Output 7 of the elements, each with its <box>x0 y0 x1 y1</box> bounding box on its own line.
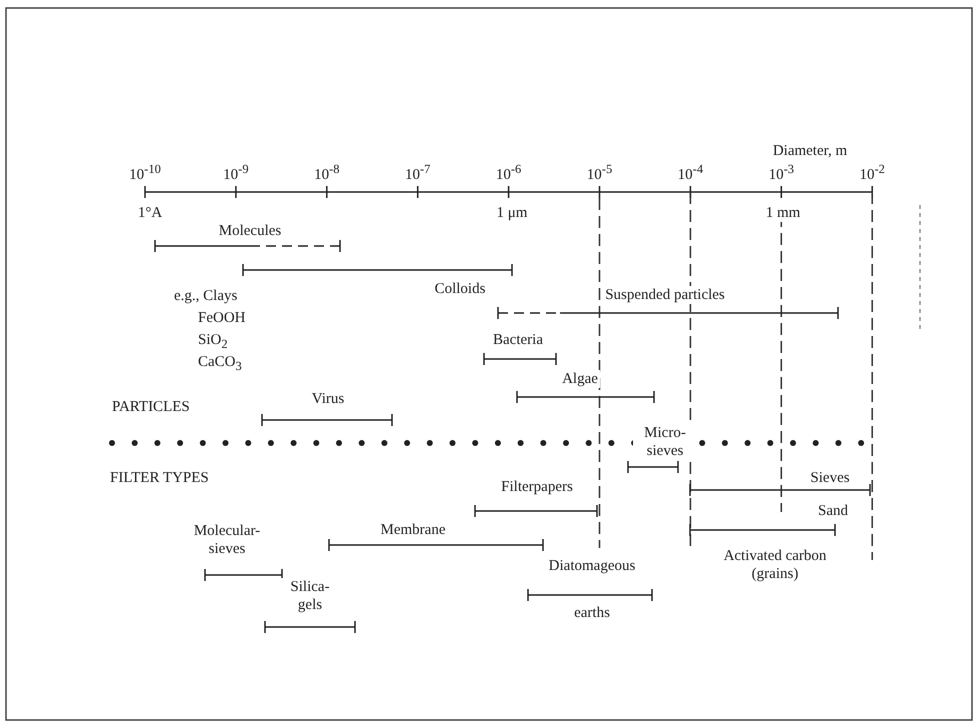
range-label: Suspended particles <box>603 286 727 304</box>
range-label: e.g., Clays <box>172 287 240 305</box>
range-label: Diatomageous <box>546 557 638 575</box>
range-label: Filterpapers <box>499 478 575 496</box>
range-label: Algae <box>560 370 600 388</box>
unit-label: 1 μm <box>494 204 530 222</box>
axis-title: Diameter, m <box>770 142 850 160</box>
